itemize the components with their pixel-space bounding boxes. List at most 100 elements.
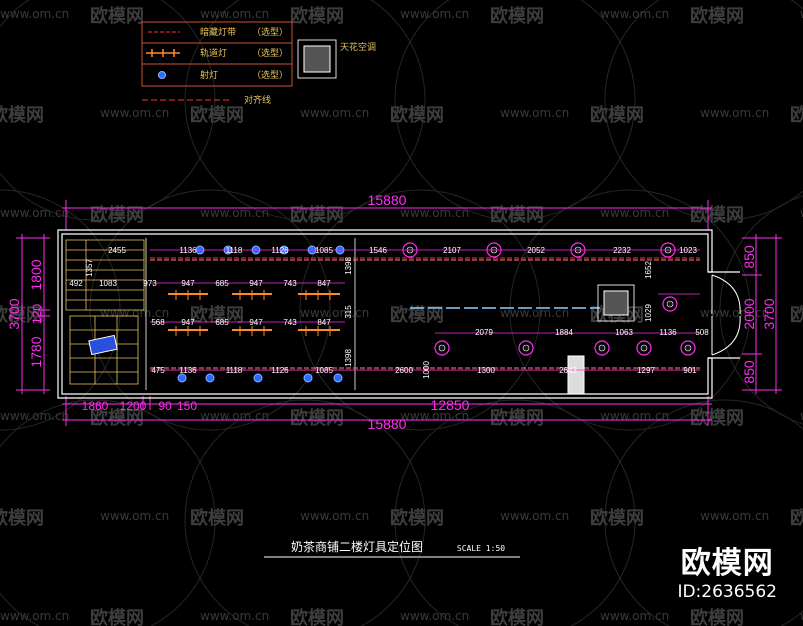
dim-label-row-bottom: 1085	[315, 366, 333, 375]
watermark-logo: 欧模网	[790, 304, 803, 326]
watermark-url: www.om.cn	[700, 106, 769, 120]
dim-label-row-bottom: 901	[683, 366, 697, 375]
dim-bottom-b: 1200	[120, 399, 147, 413]
watermark-url: www.om.cn	[0, 206, 69, 220]
top-dimension	[62, 200, 712, 230]
dim-label-row-mid2: 685	[215, 318, 229, 327]
brand-id: ID:2636562	[677, 582, 777, 602]
watermark-logo: 欧模网	[90, 607, 144, 626]
watermark-url: www.om.cn	[0, 609, 69, 623]
watermark-logo: 欧模网	[290, 607, 344, 626]
legend-ac-label: 天花空调	[340, 41, 376, 53]
dim-label-row-track: 1063	[615, 328, 633, 337]
watermark-url: www.om.cn	[0, 7, 69, 21]
dim-label-row-track: 508	[695, 328, 709, 337]
drawing-scale: SCALE 1:50	[457, 544, 505, 553]
watermark-logo: 欧模网	[490, 204, 544, 226]
dim-right-mid: 2000	[741, 298, 757, 329]
dim-bottom-c: 90	[158, 399, 172, 413]
watermark-logo: 欧模网	[790, 104, 803, 126]
dim-label-vertical: 1398	[344, 349, 353, 367]
dim-label-row-mid1: 947	[181, 279, 195, 288]
legend-align-label: 对齐线	[244, 94, 271, 106]
watermark-logo: 欧模网	[190, 507, 244, 529]
dim-label-row-bottom: 475	[151, 366, 165, 375]
watermark-logo: 欧模网	[590, 104, 644, 126]
dim-label-row-track: 2079	[475, 328, 493, 337]
dim-left-upper: 1800	[28, 259, 44, 290]
watermark-url: www.om.cn	[400, 206, 469, 220]
dim-label-row-mid1: 685	[215, 279, 229, 288]
watermark-url: www.om.cn	[700, 509, 769, 523]
watermark-url: www.om.cn	[500, 509, 569, 523]
legend: 暗藏灯带 （选型） 轨道灯 （选型） 射灯 （选型） 天花空调 对齐线	[141, 21, 376, 106]
watermark-url: www.om.cn	[200, 206, 269, 220]
stair-area	[65, 239, 145, 385]
watermark-url: www.om.cn	[800, 7, 803, 21]
watermark-logo: 欧模网	[790, 507, 803, 529]
dim-right-lower: 850	[741, 360, 757, 384]
watermark-url: www.om.cn	[700, 306, 769, 320]
watermark-logo: 欧模网	[290, 407, 344, 429]
watermark-url: www.om.cn	[200, 409, 269, 423]
dim-label-vertical: 1029	[644, 304, 653, 322]
dim-bottom-a: 1860	[82, 399, 109, 413]
watermark-logo: 欧模网	[290, 204, 344, 226]
dim-label-row-mid2: 947	[181, 318, 195, 327]
dim-label-row-track: 1136	[659, 328, 677, 337]
watermark-logo: 欧模网	[690, 407, 744, 429]
dim-label-row-top: 2107	[443, 246, 461, 255]
legend-spot-label: 射灯	[200, 69, 218, 81]
dim-left-lower: 1780	[28, 336, 44, 367]
watermark-logo: 欧模网	[390, 104, 444, 126]
watermark-url: www.om.cn	[300, 306, 369, 320]
dim-label-row-mid1: 743	[283, 279, 297, 288]
legend-strip-note: （选型）	[252, 26, 288, 38]
dim-label-row-top: 1118	[226, 246, 243, 255]
dim-label-row-top: 1136	[179, 246, 197, 255]
dim-label-row-bottom: 1136	[179, 366, 197, 375]
legend-track-note: （选型）	[252, 47, 288, 59]
watermark-logo: 欧模网	[490, 407, 544, 429]
dim-label-row-track: 1884	[555, 328, 573, 337]
dim-label-row-bottom: 1297	[637, 366, 655, 375]
watermark-logo: 欧模网	[490, 607, 544, 626]
dim-left-mid: 120	[30, 304, 44, 324]
dim-total-top: 15880	[368, 192, 407, 208]
watermark-logo: 欧模网	[190, 104, 244, 126]
brand-name: 欧模网	[680, 546, 774, 581]
dim-label-row-bottom: 1118	[226, 366, 243, 375]
watermark-logo: 欧模网	[490, 5, 544, 27]
watermark-url: www.om.cn	[800, 609, 803, 623]
dim-label-vertical: 315	[344, 305, 353, 319]
watermark-logo: 欧模网	[690, 5, 744, 27]
watermark-url: www.om.cn	[800, 206, 803, 220]
legend-strip-label: 暗藏灯带	[200, 26, 236, 38]
watermark-url: www.om.cn	[400, 7, 469, 21]
watermark-logo: 欧模网	[290, 5, 344, 27]
watermark-logo: 欧模网	[390, 304, 444, 326]
watermark-logo: 欧模网	[190, 304, 244, 326]
watermark-url: www.om.cn	[300, 509, 369, 523]
watermark-url: www.om.cn	[500, 306, 569, 320]
dim-label-row-mid2: 847	[317, 318, 331, 327]
dim-right-upper: 850	[741, 245, 757, 269]
legend-spot-note: （选型）	[252, 69, 288, 81]
watermark-url: www.om.cn	[600, 409, 669, 423]
watermark-url: www.om.cn	[100, 509, 169, 523]
dim-label-row-top: 1546	[369, 246, 387, 255]
dim-label-row-bottom: 1300	[477, 366, 495, 375]
legend-track-label: 轨道灯	[200, 47, 227, 59]
watermark-url: www.om.cn	[0, 409, 69, 423]
drawing-title: 奶茶商铺二楼灯具定位图	[291, 539, 423, 554]
watermark-url: www.om.cn	[200, 609, 269, 623]
watermark-url: www.om.cn	[600, 206, 669, 220]
watermark-url: www.om.cn	[600, 609, 669, 623]
dim-label-vertical: 1357	[85, 259, 94, 277]
dim-label-row-mid1: 492	[69, 279, 83, 288]
dim-label-row-top: 1126	[271, 246, 289, 255]
dim-label-row-bottom: 2600	[395, 366, 413, 375]
watermark-url: www.om.cn	[200, 7, 269, 21]
dim-label-row-bottom: 2643	[559, 366, 577, 375]
